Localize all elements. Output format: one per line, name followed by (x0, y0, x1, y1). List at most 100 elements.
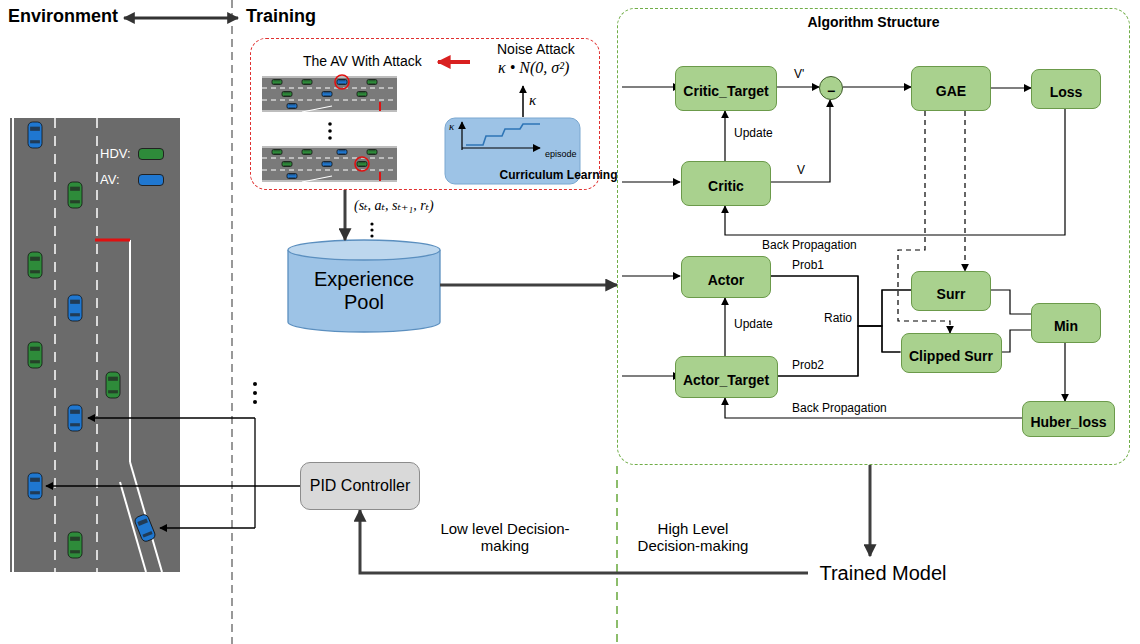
edge-label: V' (792, 67, 806, 81)
subtract-circle: − (819, 76, 843, 100)
illustration-shape (339, 150, 346, 152)
box-label: Actor_Target (683, 372, 769, 388)
box-label: GAE (936, 83, 966, 99)
illustration-shape (466, 124, 540, 145)
level-separator (616, 466, 618, 644)
illustration-shape (95, 239, 130, 242)
illustration-shape (357, 92, 367, 97)
connector (771, 276, 901, 352)
edge-label: Prob2 (790, 358, 826, 372)
process-box: Surr (911, 271, 991, 311)
box-label: Huber_loss (1030, 414, 1106, 430)
connector (725, 398, 1022, 418)
legend-swatch (138, 148, 164, 160)
edge-label: Back Propagation (760, 238, 859, 252)
box-label: Curriculum Learning (500, 169, 580, 182)
car-icon (287, 104, 297, 109)
pool-label: Experience Pool (304, 268, 424, 314)
illustration-shape (289, 177, 296, 179)
illustration-shape (129, 240, 131, 462)
illustration-shape (337, 80, 347, 85)
illustration-shape (88, 417, 255, 418)
illustration-shape (54, 118, 56, 572)
illustration-shape (28, 342, 42, 368)
attack-scenes (262, 75, 397, 182)
illustration-shape (96, 118, 98, 572)
illustration-shape (46, 485, 255, 486)
illustration-shape (142, 531, 152, 538)
illustration-shape (284, 165, 291, 167)
illustration-shape (70, 423, 80, 426)
box-label: Surr (937, 286, 966, 302)
illustration-shape (622, 275, 680, 276)
illustration-shape (359, 162, 366, 164)
kappa-arrow (522, 86, 524, 117)
separator-line (231, 0, 233, 644)
connector (771, 100, 830, 182)
car-icon (337, 80, 347, 85)
illustration-shape (304, 83, 311, 85)
illustration-shape (262, 76, 397, 77)
illustration-shape (328, 136, 332, 140)
box-label: Loss (1050, 84, 1083, 100)
kappa-label: κ (529, 92, 536, 109)
illustration-shape (12, 118, 14, 572)
illustration-shape (335, 75, 349, 89)
car-icon (28, 252, 42, 278)
car-icon (106, 372, 120, 398)
illustration-shape (357, 162, 367, 167)
illustration-shape (324, 162, 331, 164)
illustration-shape (322, 92, 332, 97)
car-icon (367, 80, 377, 85)
illustration-shape (302, 80, 312, 85)
axis-label: κ (449, 120, 454, 133)
illustration-shape (274, 80, 281, 82)
axis-label: episode (545, 149, 577, 159)
connector (344, 190, 347, 240)
illustration-shape (30, 347, 40, 351)
illustration-shape (328, 122, 332, 126)
process-box: Clipped Surr (901, 333, 1002, 373)
box-label: PID Controller (310, 477, 410, 495)
car-icon (367, 150, 377, 155)
illustration-shape (367, 80, 377, 85)
illustration-shape (30, 270, 40, 273)
illustration-shape (304, 150, 311, 152)
illustration-shape (274, 153, 281, 155)
illustration-shape (255, 485, 300, 486)
noise-formula: κ • N(0, σ²) (498, 59, 569, 77)
model-label: Trained Model (819, 562, 946, 585)
network-box: Critic (681, 161, 771, 206)
edge-label: Update (732, 317, 775, 331)
experience-pool: Experience Pool (288, 240, 440, 332)
illustration-shape (70, 550, 80, 553)
illustration-shape (68, 532, 82, 558)
illustration-shape (262, 146, 397, 147)
illustration-shape (134, 513, 157, 542)
algorithm-region: Algorithm StructureCritic_TargetCritic−G… (617, 8, 1130, 465)
illustration-shape (70, 313, 80, 316)
illustration-shape (70, 410, 80, 414)
connector (724, 298, 725, 356)
legend-text: AV: (100, 172, 138, 187)
process-box: Huber_loss (1022, 401, 1115, 437)
illustration-shape (262, 170, 397, 171)
illustration-shape (289, 174, 296, 176)
connector (869, 465, 872, 556)
illustration-shape (287, 104, 297, 109)
box-label: Min (1054, 318, 1078, 334)
illustration-shape (284, 92, 291, 94)
illustration-shape (304, 80, 311, 82)
illustration-shape (28, 252, 42, 278)
illustration-shape (262, 180, 397, 181)
box-label: Clipped Surr (909, 348, 993, 364)
car-icon (68, 532, 82, 558)
control-wires (46, 382, 300, 528)
illustration-shape (337, 150, 347, 155)
box-label: Critic (708, 178, 744, 194)
illustration-shape (359, 92, 366, 94)
illustration-shape (370, 228, 373, 231)
illustration-shape (369, 153, 376, 155)
illustration-shape (272, 80, 282, 85)
illustration-shape (622, 375, 680, 376)
